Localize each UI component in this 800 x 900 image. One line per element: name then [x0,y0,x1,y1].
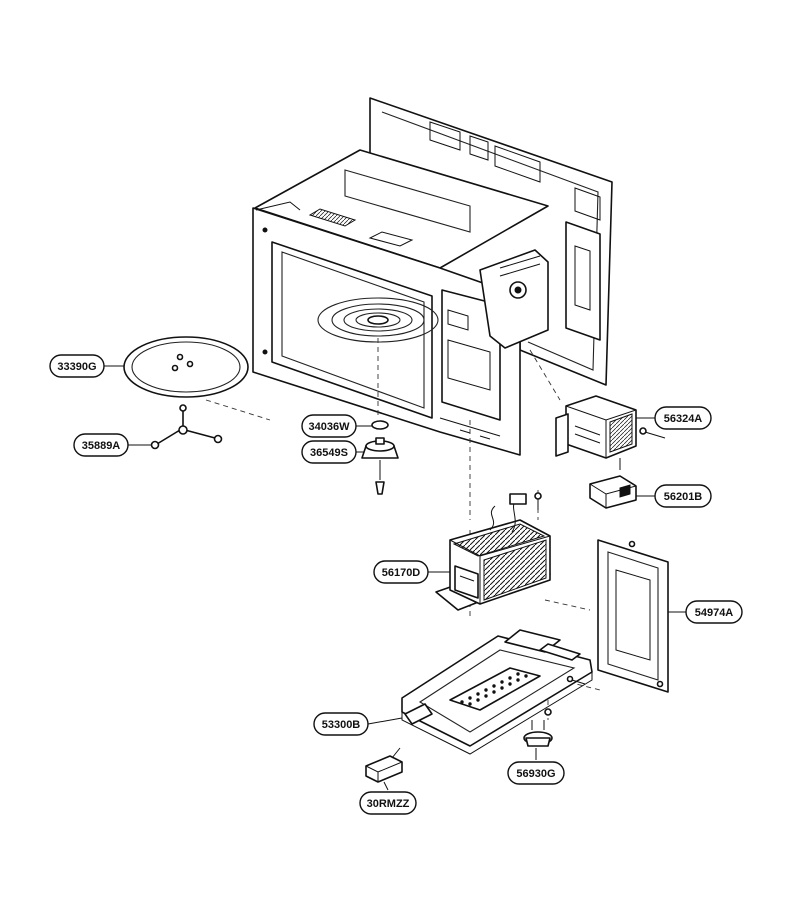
turntable-coupler [371,420,389,430]
part-label-56930G: 56930G [507,761,565,785]
thermostat [523,708,553,747]
high-voltage-transformer [435,492,551,611]
side-latch-bracket [441,289,501,421]
svg-text:56324A: 56324A [664,413,703,425]
part-label-30RMZZ: 30RMZZ [359,791,417,815]
svg-text:56170D: 56170D [382,567,421,579]
svg-text:35889A: 35889A [82,440,121,452]
door-opening [271,241,433,419]
base-plate [401,629,593,755]
turntable-motor [361,437,399,495]
oven-cabinet [252,97,613,456]
part-label-33390G: 33390G [49,354,105,378]
part-label-34036W: 34036W [301,414,357,438]
fuse-holder [365,747,403,783]
svg-text:34036W: 34036W [309,421,351,433]
roller-ring [150,404,223,450]
magnetron [555,395,666,470]
svg-text:53300B: 53300B [322,719,361,731]
diode-component [589,475,637,509]
svg-text:30RMZZ: 30RMZZ [367,798,410,810]
part-label-54974A: 54974A [685,600,743,624]
svg-text:56201B: 56201B [664,491,703,503]
waveguide-cover-panel [597,539,669,693]
glass-turntable-tray [123,336,249,398]
part-label-56170D: 56170D [373,560,429,584]
svg-text:54974A: 54974A [695,607,734,619]
part-label-56201B: 56201B [654,484,712,508]
svg-text:33390G: 33390G [57,361,96,373]
part-label-56324A: 56324A [654,406,712,430]
leader-lines [104,365,686,791]
vent-holes [460,672,528,706]
part-label-53300B: 53300B [313,712,369,736]
part-label-36549S: 36549S [301,440,357,464]
part-label-35889A: 35889A [73,433,129,457]
svg-text:36549S: 36549S [310,447,348,459]
svg-text:56930G: 56930G [516,768,555,780]
